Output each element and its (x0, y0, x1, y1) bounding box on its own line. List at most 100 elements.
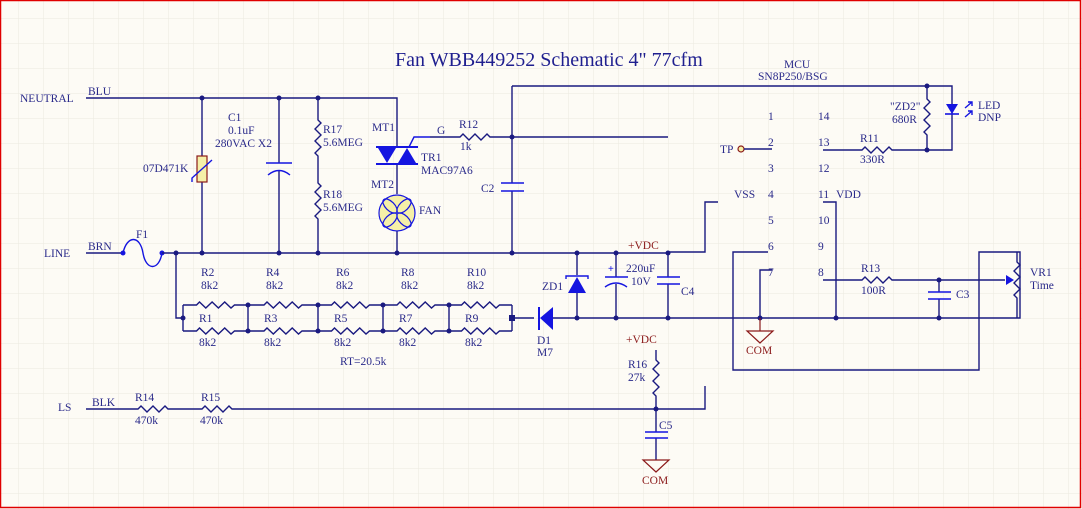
capacitor-c5-icon (645, 431, 668, 439)
test-point-icon (737, 145, 772, 153)
resistor-r3 (248, 327, 318, 335)
c1-ref: C1 (228, 112, 242, 124)
fuse-f1 (120, 238, 165, 268)
junction (245, 328, 251, 334)
pin7-wire (759, 269, 772, 318)
r15-ref: R15 (201, 392, 220, 404)
resistor-r13-icon (823, 276, 1005, 284)
c4-ref: C4 (681, 286, 695, 298)
vr1-label: Time (1030, 280, 1054, 292)
r18-value: 5.6MEG (323, 202, 363, 214)
junction (245, 302, 251, 308)
ladder-top-value: 8k2 (336, 280, 354, 292)
fan-label: FAN (419, 205, 442, 217)
mcu-pin-13: 13 (818, 137, 830, 149)
junction (833, 315, 839, 321)
ladder-top-value: 8k2 (467, 280, 485, 292)
triac-part: MAC97A6 (421, 165, 473, 177)
resistor-r5 (318, 327, 383, 335)
ladder-top-ref: R4 (266, 267, 280, 279)
zd1-ref: ZD1 (542, 281, 563, 293)
c3-ref: C3 (956, 289, 970, 301)
ladder-top-value: 8k2 (266, 280, 284, 292)
mcu-pin-14: 14 (818, 111, 830, 123)
resistor-r8 (383, 301, 449, 309)
resistor-r1 (183, 327, 248, 335)
ladder-bottom-value: 8k2 (399, 337, 417, 349)
com-rail (553, 251, 1021, 371)
ladder-top-ref: R2 (201, 267, 215, 279)
r12-value: 1k (460, 141, 472, 153)
resistor-zd2-icon (757, 85, 953, 150)
ladder-bottom-ref: R3 (264, 313, 278, 325)
mcu-pin-5: 5 (768, 215, 774, 227)
neutral-wire (86, 97, 398, 140)
fuse-ref: F1 (136, 229, 148, 241)
neutral-wire-color: BLU (88, 86, 112, 98)
r12-ref: R12 (459, 119, 478, 131)
r17-ref: R17 (323, 124, 342, 136)
vdc-label-top: +VDC (628, 240, 659, 252)
ladder-bottom-ref: R5 (334, 313, 348, 325)
resistor-ladder: R28k2R18k2R48k2R38k2R68k2R58k2R88k2R78k2… (182, 267, 515, 349)
triac-mt2: MT2 (371, 179, 394, 191)
ladder-bottom-value: 8k2 (199, 337, 217, 349)
junction (936, 315, 942, 321)
ladder-top-ref: R10 (467, 267, 486, 279)
vdc-label-r16: +VDC (626, 334, 657, 346)
zd2-value: 680R (892, 114, 917, 126)
r18-ref: R18 (323, 189, 342, 201)
zd2-ref: "ZD2" (890, 101, 920, 113)
mcu-pin-8: 8 (818, 267, 824, 279)
c2-wire (511, 85, 757, 253)
mcu-pin-6: 6 (768, 241, 774, 253)
c1-value: 0.1uF (228, 125, 255, 137)
mcu-pin-4: 4 (768, 189, 774, 201)
ladder-top-ref: R8 (401, 267, 415, 279)
vr1-ref: VR1 (1030, 267, 1052, 279)
mcu-pin-1: 1 (768, 111, 774, 123)
c2-ref: C2 (481, 183, 495, 195)
r17-value: 5.6MEG (323, 137, 363, 149)
mcu-vss: VSS (734, 189, 755, 201)
ladder-top-ref: R6 (336, 267, 350, 279)
junction (446, 302, 452, 308)
r16-value: 27k (628, 372, 646, 384)
ladder-total: RT=20.5k (340, 356, 387, 368)
resistor-r2 (183, 301, 248, 309)
junction (315, 302, 321, 308)
varistor-icon (191, 155, 213, 183)
mcu-pin-7: 7 (768, 267, 774, 279)
ladder-bottom-value: 8k2 (465, 337, 483, 349)
r14-ref: R14 (135, 392, 154, 404)
r13-ref: R13 (861, 263, 880, 275)
led-ref: LED (978, 100, 1000, 112)
resistor-r7 (383, 327, 449, 335)
capacitor-c4-icon (657, 276, 680, 285)
potentiometer-vr1-icon (1006, 252, 1021, 318)
junction (380, 328, 386, 334)
resistor-r4 (248, 301, 318, 309)
triac-gate: G (437, 125, 445, 137)
d1-part: M7 (537, 347, 553, 359)
c5-ref: C5 (659, 420, 673, 432)
resistor-r11-icon (823, 110, 953, 154)
r16-ref: R16 (628, 359, 647, 371)
c1-rating: 280VAC X2 (215, 138, 272, 150)
resistor-r10 (449, 301, 512, 309)
cbulk-rating: 10V (631, 276, 652, 288)
r15-value: 470k (200, 415, 223, 427)
r11-ref: R11 (860, 133, 879, 145)
ladder-bottom-value: 8k2 (334, 337, 352, 349)
junction (315, 328, 321, 334)
line-wire-color: BRN (88, 241, 112, 253)
com-label-c5: COM (642, 475, 668, 487)
ladder-bottom-ref: R9 (465, 313, 479, 325)
ladder-bottom-ref: R1 (199, 313, 213, 325)
capacitor-c1-icon (266, 162, 292, 176)
mcu-pin-2: 2 (768, 137, 774, 149)
varistor-value: 07D471K (143, 163, 189, 175)
com-label-mcu: COM (746, 345, 772, 357)
